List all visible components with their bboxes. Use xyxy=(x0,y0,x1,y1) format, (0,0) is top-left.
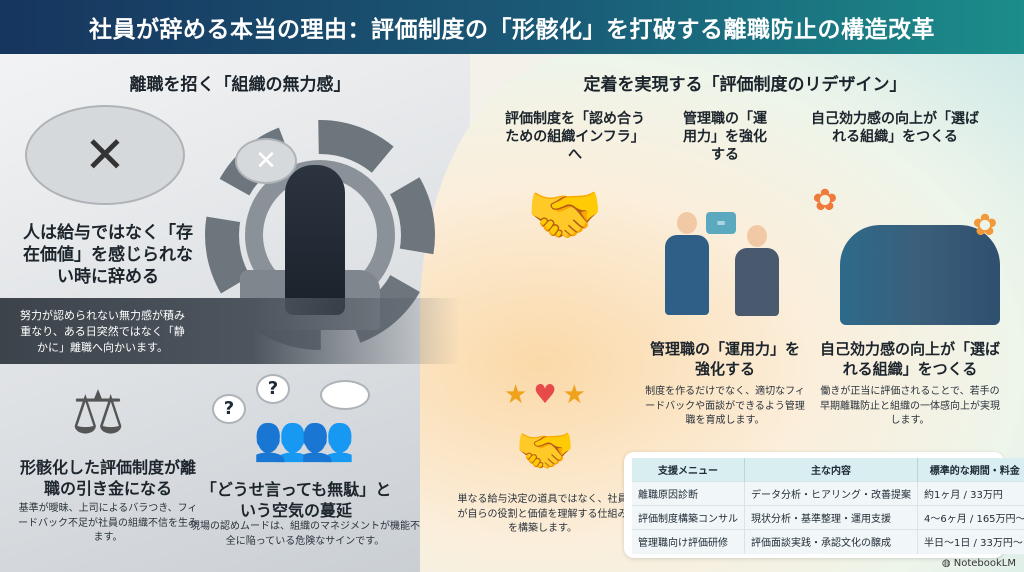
manager-body: 制度を作るだけでなく、適切なフィードバックや面談ができるよう管理職を育成します。 xyxy=(645,386,805,426)
efficacy-body: 働きが正当に評価されることで、若手の早期離職防止と組織の一体感向上が実現します。 xyxy=(820,386,1000,426)
table-header: 主な内容 xyxy=(744,458,918,482)
table-row: 管理職向け評価研修評価面談実践・承認文化の醸成半日〜1日 / 33万円〜 xyxy=(632,529,1024,554)
watermark-text: NotebookLM xyxy=(953,558,1016,569)
point-futility-title: 「どうせ言っても無駄」という空気の蔓延 xyxy=(200,480,392,520)
point-formality-title: 形骸化した評価制度が離職の引き金になる xyxy=(19,458,196,498)
table-cell: 評価制度構築コンサル xyxy=(632,505,745,530)
top-efficacy-title: 自己効力感の向上が「選ばれる組織」をつくる xyxy=(811,111,979,146)
meeting-thought-bubble: ✕ xyxy=(25,105,185,205)
table-cell: 約1ヶ月 / 33万円 xyxy=(917,481,1024,506)
handshake-icon: 🤝 xyxy=(515,422,575,479)
top-infra-title: 評価制度を「認め合うための組織インフラ」へ xyxy=(505,111,645,164)
thought-bubble-x-icon: ✕ xyxy=(235,138,297,184)
point-formality-body: 基準が曖昧、上司によるバラつき、フィードバック不足が社員の組織不信を生みます。 xyxy=(18,503,198,543)
notebooklm-watermark: ◍ NotebookLM xyxy=(942,558,1016,569)
speech-bubble-icon xyxy=(320,380,370,410)
table-cell: 管理職向け評価研修 xyxy=(632,529,745,554)
point-futility-body: 現場の認めムードは、組織のマネジメントが機能不全に陥っている危険なサインです。 xyxy=(190,521,420,547)
service-menu-table: 支援メニュー 主な内容 標準的な期間・料金 離職原因診断データ分析・ヒアリング・… xyxy=(624,452,1024,558)
point-existence-band: 努力が認められない無力感が積み重なり、ある日突然ではなく「静かに」離職へ向かいま… xyxy=(0,298,460,364)
notebooklm-logo-icon: ◍ xyxy=(941,558,954,569)
table-header: 標準的な期間・料金 xyxy=(917,458,1024,482)
stars-heart-icon: ★♥★ xyxy=(504,380,586,410)
table-cell: データ分析・ヒアリング・改善提案 xyxy=(744,481,918,506)
manager-head xyxy=(677,212,697,234)
table-cell: 離職原因診断 xyxy=(632,481,745,506)
scales-icon: ⚖ xyxy=(71,378,125,448)
employee-illustration xyxy=(735,248,779,316)
point-existence-body: 努力が認められない無力感が積み重なり、ある日突然ではなく「静かに」離職へ向かいま… xyxy=(20,309,185,354)
table-cell: 半日〜1日 / 33万円〜 xyxy=(917,529,1024,554)
page-title: 社員が辞める本当の理由：評価制度の「形骸化」を打破する離職防止の構造改革 xyxy=(0,0,1024,54)
table-cell: 評価面談実践・承認文化の醸成 xyxy=(744,529,918,554)
sad-businessman-illustration xyxy=(285,165,345,315)
flower-icon: ✿ xyxy=(972,207,998,243)
left-heading: 離職を招く「組織の無力感」 xyxy=(129,75,351,95)
manager-illustration xyxy=(665,235,709,315)
flower-icon: ✿ xyxy=(812,182,838,218)
table-row: 離職原因診断データ分析・ヒアリング・改善提案約1ヶ月 / 33万円 xyxy=(632,481,1024,506)
point-existence-title: 人は給与ではなく「存在価値」を感じられない時に辞める xyxy=(23,223,193,288)
table-cell: 4〜6ヶ月 / 165万円〜 xyxy=(917,505,1024,530)
employee-head xyxy=(747,225,767,247)
right-heading: 定着を実現する「評価制度のリデザイン」 xyxy=(583,75,907,95)
chat-bubble-icon: ═ xyxy=(706,212,736,234)
manager-title: 管理職の「運用力」を強化する xyxy=(650,340,801,378)
handshake-laurel-icon: 🤝 xyxy=(526,178,604,251)
question-bubble-icon: ? xyxy=(212,394,246,424)
team-illustration xyxy=(840,225,1000,325)
question-bubble-icon: ? xyxy=(256,374,290,404)
infra-body: 単なる給与決定の道具ではなく、社員が自らの役割と価値を理解する仕組みを構築します… xyxy=(457,494,628,534)
group-people-icon: 👥👥 xyxy=(253,412,355,464)
efficacy-title: 自己効力感の向上が「選ばれる組織」をつくる xyxy=(820,340,1001,378)
table-header: 支援メニュー xyxy=(632,458,745,482)
top-manager-title: 管理職の「運用力」を強化する xyxy=(683,111,767,164)
table-cell: 現状分析・基準整理・運用支援 xyxy=(744,505,918,530)
